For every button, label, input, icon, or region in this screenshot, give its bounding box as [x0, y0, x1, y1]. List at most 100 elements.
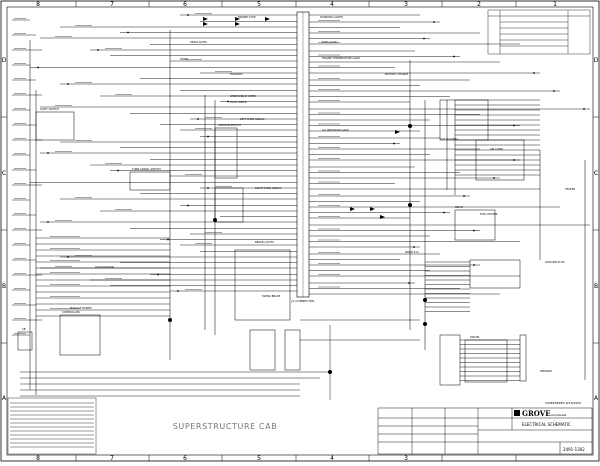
sheet-caption: SUPERSTRUCTURE CAB: [173, 422, 278, 431]
zone-1: 1: [553, 1, 557, 8]
terminal-point: [117, 169, 119, 172]
dense-wire-annotations: [14, 13, 340, 334]
label-fuel-heater: FUEL HEATER: [480, 212, 498, 216]
company-sub: worldwide: [551, 413, 566, 417]
terminal-point: [463, 195, 465, 197]
junction-dot: [213, 218, 217, 222]
zone-labels-top: 8 7 6 5 4 3 2 1: [36, 1, 557, 8]
harness-labels: HEADLIGHTS HAZARDS WORKING LIGHTS ENGINE…: [70, 15, 575, 310]
terminal-point: [413, 246, 415, 248]
terminal-point: [227, 100, 229, 103]
label-module-power: MODULE POWER: [70, 306, 92, 310]
terminal-point: [67, 256, 69, 258]
zone-b: B: [2, 283, 6, 290]
terminal-point: [443, 211, 445, 214]
zone-6-bottom: 6: [183, 455, 187, 462]
junction-dot: [423, 298, 427, 302]
terminal-point: [473, 229, 475, 232]
label-oil-pressure: OIL PRESSURE GAGE: [322, 128, 349, 132]
drawing-number: 2491-1302: [563, 447, 585, 452]
terminal-point: [187, 204, 189, 207]
left-wiring: [12, 14, 297, 336]
terminal-point: [533, 72, 535, 74]
zone-a-right: A: [594, 395, 599, 402]
label-hazards: HAZARDS: [230, 72, 243, 76]
label-engine-stop: ENGINE STOP: [238, 15, 256, 19]
zone-b-right: B: [594, 283, 598, 290]
connector-label: J1 CONNECTOR: [291, 299, 315, 303]
terminal-point: [207, 187, 209, 189]
terminal-point: [553, 90, 555, 92]
drawing-title: ELECTRICAL SCHEMATIC: [522, 422, 571, 427]
diode-symbols: [203, 17, 400, 219]
label-battery-charge: BATTERY CHARGE: [385, 72, 409, 76]
zone-5-bottom: 5: [257, 455, 261, 462]
label-brake-lights: BRAKE LIGHTS: [255, 240, 274, 244]
label-fuel-gage: FUEL GAGE: [322, 40, 337, 44]
terminal-point: [207, 135, 209, 138]
terminal-point: [473, 264, 475, 266]
label-light-switch: LIGHT SWITCH: [40, 107, 59, 111]
company-logo: GROVE: [522, 409, 551, 418]
terminal-point: [127, 31, 129, 34]
label-left-turn: LEFT TURN SIGNAL: [240, 117, 265, 121]
module-power-lines: [20, 319, 420, 400]
junction-dot: [168, 318, 172, 322]
zone-3-bottom: 3: [404, 455, 408, 462]
terminal-point: [187, 14, 189, 16]
terminal-point: [513, 159, 515, 161]
label-air-cond: AIR COND: [490, 147, 503, 151]
component-boxes: [17, 99, 527, 386]
label-horn: HORN: [180, 57, 188, 61]
label-working-lights: WORKING LIGHTS: [320, 15, 343, 19]
label-ground-stud: GROUND STUD: [545, 260, 565, 264]
terminal-point: [423, 37, 425, 40]
terminal-point: [583, 108, 585, 110]
label-roof-wiper: ROOF WIPER: [230, 100, 247, 104]
j1-connector-block: [296, 11, 310, 298]
zone-labels-side: D C B A D C B A: [2, 57, 599, 402]
label-drive-4x4: DRIVE 4x4: [405, 250, 419, 254]
label-controller: CONTROLLER: [62, 310, 80, 314]
zone-4-bottom: 4: [330, 455, 334, 462]
inner-border: [6, 6, 594, 456]
terminal-point: [408, 282, 410, 284]
label-headlights: HEADLIGHTS: [190, 40, 207, 44]
notes-box: [7, 397, 97, 455]
zone-c-right: C: [594, 170, 598, 177]
terminal-point: [157, 273, 159, 276]
terminal-point: [513, 124, 515, 127]
revision-block: [487, 9, 591, 55]
zone-4: 4: [330, 1, 334, 8]
label-turn-switch: TURN SIGNAL SWITCH: [132, 167, 161, 171]
label-engine-temp: ENGINE TEMPERATURE GAGE: [322, 56, 360, 60]
title-block: [377, 407, 593, 455]
zone-7-bottom: 7: [110, 455, 114, 462]
zone-5: 5: [257, 1, 261, 8]
terminal-point: [37, 66, 39, 69]
label-windshield-wiper: WINDSHIELD WIPER: [230, 94, 256, 98]
zone-d-right: D: [594, 57, 599, 64]
label-heater: HEATER: [565, 187, 575, 191]
label-relay: RELAY: [455, 205, 464, 209]
label-right-turn: RIGHT TURN SIGNAL: [255, 186, 282, 190]
junction-dot: [408, 203, 412, 207]
grove-logo-mark: [514, 410, 520, 416]
terminal-point: [97, 49, 99, 51]
junction-dot: [423, 322, 427, 326]
zone-6: 6: [183, 1, 187, 8]
label-outriggers: OUT RIGGERS: [440, 137, 458, 141]
vertical-buses: [29, 30, 586, 395]
zone-labels-bottom: 8 7 6 5 4 3: [36, 455, 408, 462]
label-accelerator: ACCELERATOR: [95, 265, 114, 269]
component-labels: LIGHT SWITCH TURN SIGNAL SWITCH IGNITION…: [22, 107, 565, 373]
zone-8-bottom: 8: [36, 455, 40, 462]
zone-2: 2: [477, 1, 481, 8]
terminal-point: [67, 83, 69, 85]
zone-3: 3: [404, 1, 408, 8]
label-cb: CB: [22, 327, 26, 331]
